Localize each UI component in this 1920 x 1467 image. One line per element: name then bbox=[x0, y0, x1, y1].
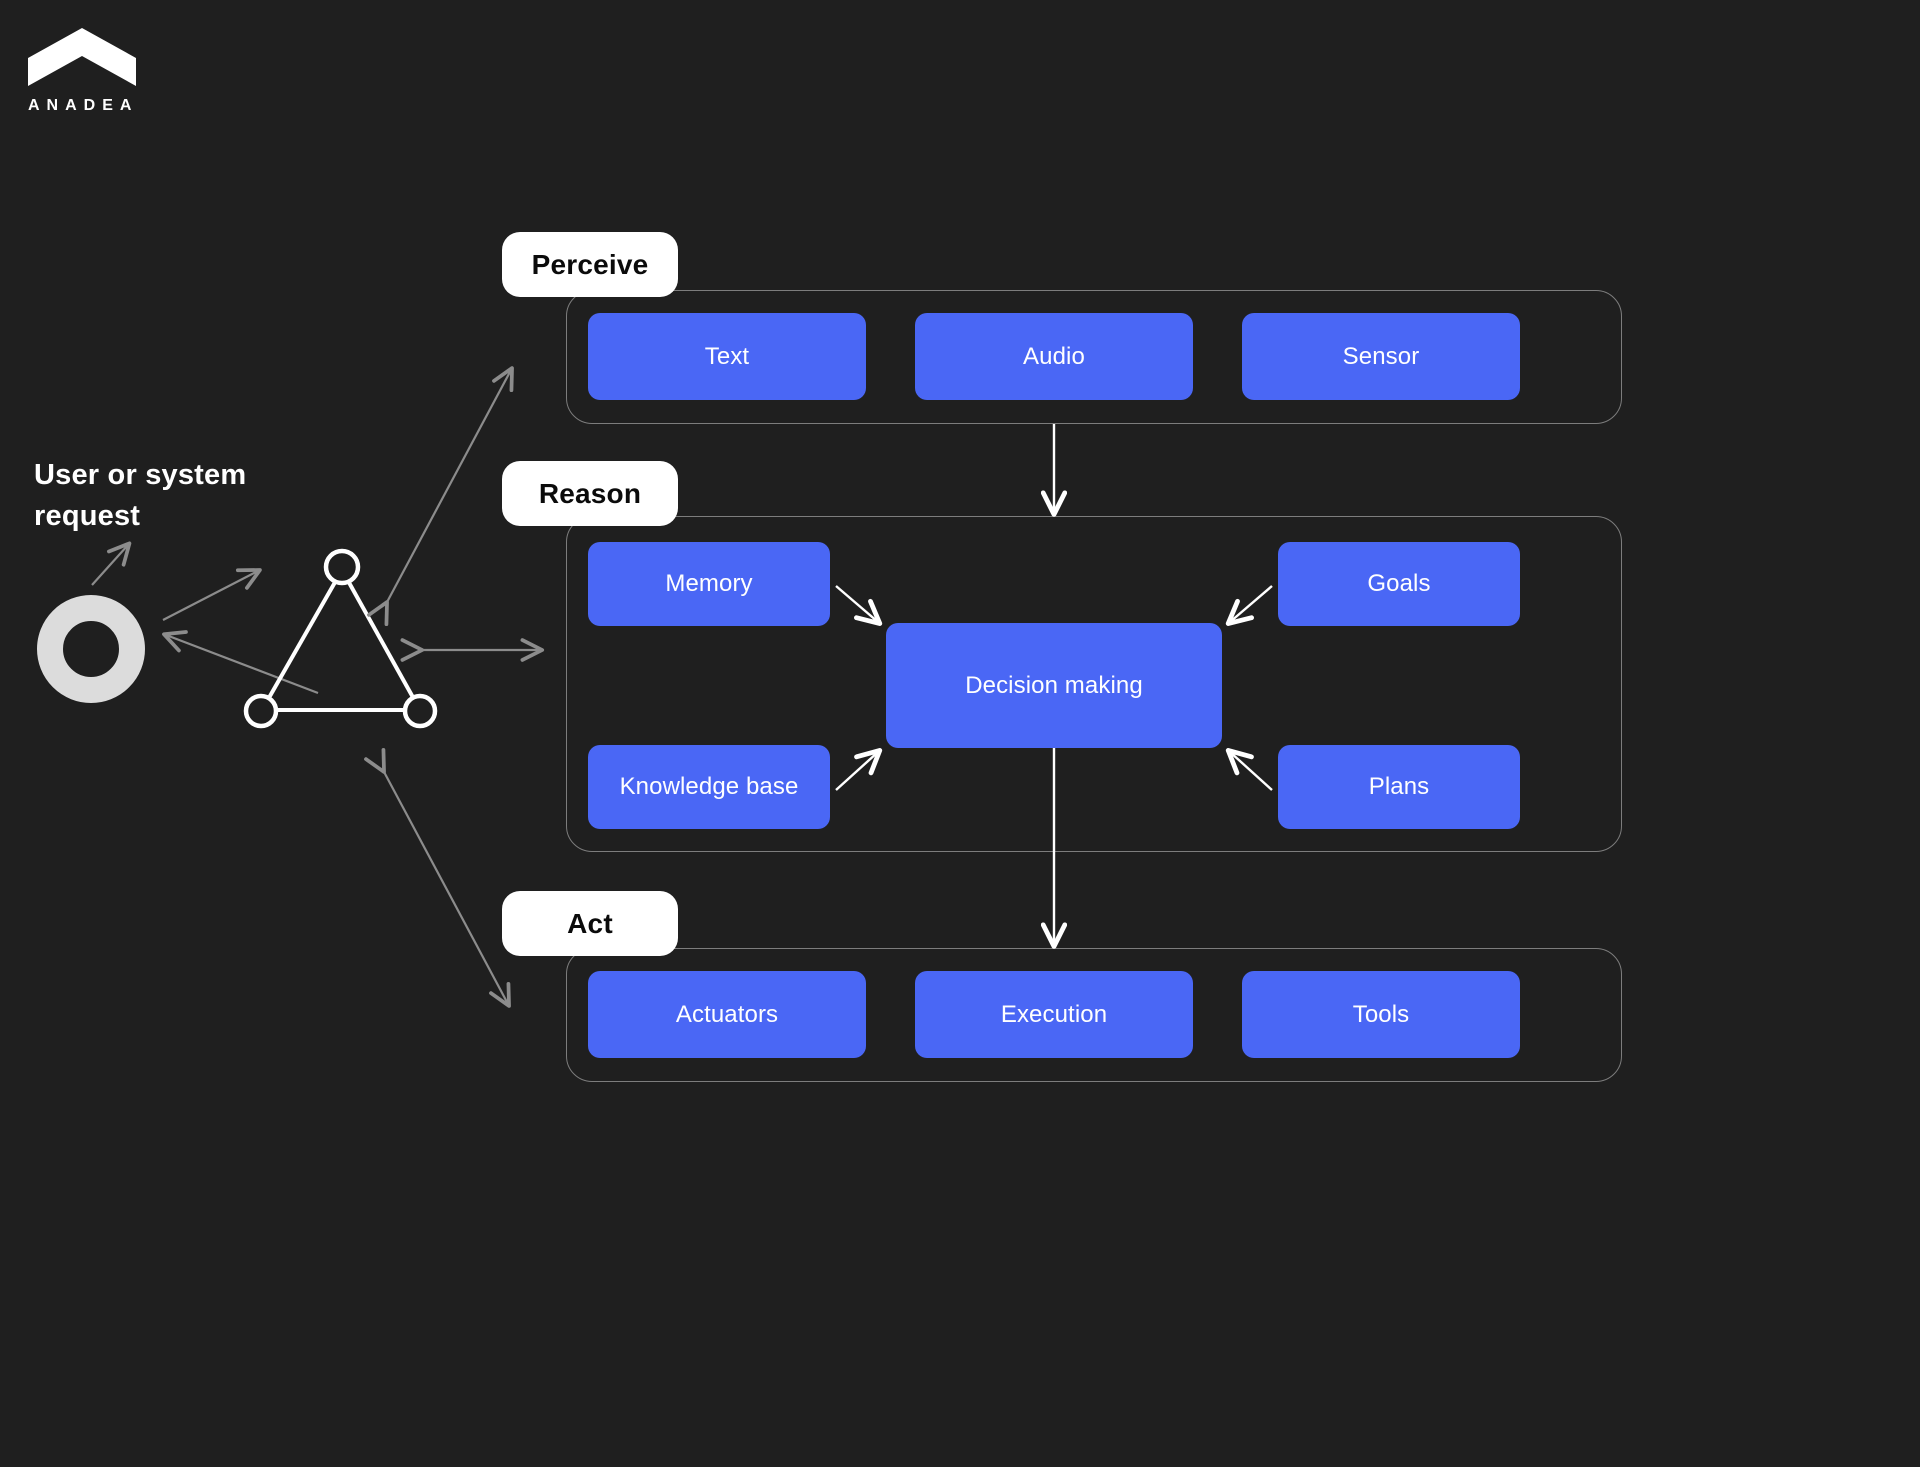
connector-network-to-perceive bbox=[367, 366, 514, 627]
group-tag-perceive[interactable]: Perceive bbox=[502, 232, 678, 297]
chevron-mark-icon bbox=[28, 28, 136, 86]
group-container-act bbox=[566, 948, 1622, 1082]
group-tag-act[interactable]: Act bbox=[502, 891, 678, 956]
user-request-label: User or system request bbox=[34, 459, 247, 533]
group-container-reason bbox=[566, 516, 1622, 852]
node-decision-making[interactable]: Decision making bbox=[886, 623, 1222, 748]
node-text[interactable]: Text bbox=[588, 313, 866, 400]
brand-logo: ANADEA bbox=[28, 28, 158, 128]
connector-ring-to-request bbox=[91, 541, 132, 586]
brand-wordmark: ANADEA bbox=[28, 97, 139, 114]
group-tag-reason[interactable]: Reason bbox=[502, 461, 678, 526]
node-execution[interactable]: Execution bbox=[915, 971, 1193, 1058]
ring-icon bbox=[37, 595, 145, 703]
node-plans[interactable]: Plans bbox=[1278, 745, 1520, 829]
node-knowledge-base[interactable]: Knowledge base bbox=[588, 745, 830, 829]
node-memory[interactable]: Memory bbox=[588, 542, 830, 626]
group-container-perceive bbox=[566, 290, 1622, 424]
connector-ring-to-network bbox=[162, 568, 319, 695]
node-audio[interactable]: Audio bbox=[915, 313, 1193, 400]
node-tools[interactable]: Tools bbox=[1242, 971, 1520, 1058]
connector-network-to-act bbox=[364, 747, 511, 1008]
node-sensor[interactable]: Sensor bbox=[1242, 313, 1520, 400]
node-goals[interactable]: Goals bbox=[1278, 542, 1520, 626]
node-actuators[interactable]: Actuators bbox=[588, 971, 866, 1058]
triangle-network-icon bbox=[243, 548, 438, 729]
